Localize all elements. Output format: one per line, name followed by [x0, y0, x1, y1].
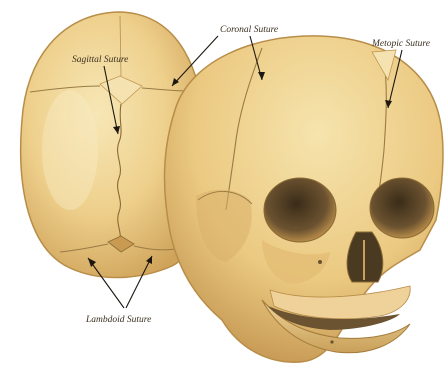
- top-view-highlight: [42, 90, 98, 210]
- infraorbital-foramen: [318, 260, 322, 264]
- mental-foramen: [330, 340, 333, 343]
- left-orbit: [264, 178, 336, 242]
- label-sagittal-suture: Sagittal Suture: [72, 55, 128, 65]
- label-metopic-suture: Metopic Suture: [371, 39, 430, 49]
- label-coronal-suture: Coronal Suture: [220, 25, 278, 35]
- skull-three-quarter-view: [165, 36, 443, 362]
- right-orbit: [370, 178, 434, 238]
- label-lambdoid-suture: Lambdoid Suture: [85, 315, 151, 325]
